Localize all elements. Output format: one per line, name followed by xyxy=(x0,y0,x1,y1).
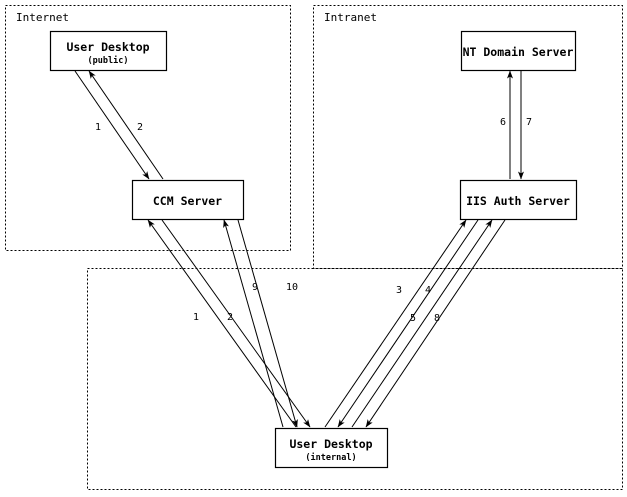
flow-arrow-9-user_desktop_internal-to-ccm_server xyxy=(223,219,284,428)
flow-arrow-1-user_desktop_public-to-ccm_server xyxy=(74,70,150,180)
zone-border-intranet xyxy=(313,5,623,269)
node-title-nt_domain_server: NT Domain Server xyxy=(463,45,574,59)
flow-arrow-2-ccm_server-to-user_desktop_public xyxy=(88,70,164,180)
node-iis_auth_server: IIS Auth Server xyxy=(459,179,578,221)
node-user_desktop_internal: User Desktop(internal) xyxy=(274,427,389,469)
flow-arrow-5-user_desktop_internal-to-iis_auth_server xyxy=(351,219,493,428)
flow-arrow-3-user_desktop_internal-to-iis_auth_server xyxy=(324,219,467,428)
node-box-user_desktop_public xyxy=(49,30,168,72)
flow-step-label-2: 2 xyxy=(137,122,143,133)
zone-label-internet: Internet xyxy=(16,11,69,24)
node-box-ccm_server xyxy=(131,179,245,221)
zone-internet: Internet xyxy=(5,5,291,251)
zone-border-inner_net xyxy=(87,268,623,490)
flow-step-label-1: 1 xyxy=(95,122,101,133)
node-subtitle-user_desktop_public: (public) xyxy=(88,55,129,66)
flow-arrow-8-iis_auth_server-to-user_desktop_internal xyxy=(365,219,506,428)
node-title-ccm_server: CCM Server xyxy=(153,194,222,208)
flow-step-label-5: 5 xyxy=(410,313,416,324)
zone-inner_net xyxy=(87,268,623,490)
step-labels: 1 2 1 2 3 4 5 8 6 7 9 10 xyxy=(95,117,532,324)
flow-arrow-10-ccm_server-to-user_desktop_internal xyxy=(237,219,298,428)
flow-arrow-4-iis_auth_server-to-user_desktop_internal xyxy=(337,219,479,428)
node-nt_domain_server: NT Domain Server xyxy=(460,30,577,72)
flow-step-label-3: 3 xyxy=(396,285,402,296)
zone-label-intranet: Intranet xyxy=(324,11,377,24)
flow-step-label-2: 2 xyxy=(227,312,233,323)
node-box-nt_domain_server xyxy=(460,30,577,72)
node-ccm_server: CCM Server xyxy=(131,179,245,221)
node-box-iis_auth_server xyxy=(459,179,578,221)
zone-border-internet xyxy=(5,5,291,251)
node-title-user_desktop_internal: User Desktop xyxy=(289,437,372,451)
node-title-user_desktop_public: User Desktop xyxy=(66,40,149,54)
flow-step-label-6: 6 xyxy=(500,117,506,128)
flow-step-label-4: 4 xyxy=(425,285,431,296)
flow-step-label-9: 9 xyxy=(252,282,258,293)
zone-intranet: Intranet xyxy=(313,5,623,269)
flow-arrows xyxy=(74,70,524,428)
node-box-user_desktop_internal xyxy=(274,427,389,469)
flow-step-label-8: 8 xyxy=(434,313,440,324)
flow-step-label-10: 10 xyxy=(286,282,298,293)
zone-boundaries: Internet Intranet xyxy=(5,5,623,490)
node-user_desktop_public: User Desktop(public) xyxy=(49,30,168,72)
node-title-iis_auth_server: IIS Auth Server xyxy=(466,194,570,208)
flow-step-label-7: 7 xyxy=(526,117,532,128)
node-subtitle-user_desktop_internal: (internal) xyxy=(305,452,356,463)
flow-arrow-2-ccm_server-to-user_desktop_internal xyxy=(161,219,311,428)
flow-arrow-1-user_desktop_internal-to-ccm_server xyxy=(147,219,297,428)
flow-step-label-1: 1 xyxy=(193,312,199,323)
